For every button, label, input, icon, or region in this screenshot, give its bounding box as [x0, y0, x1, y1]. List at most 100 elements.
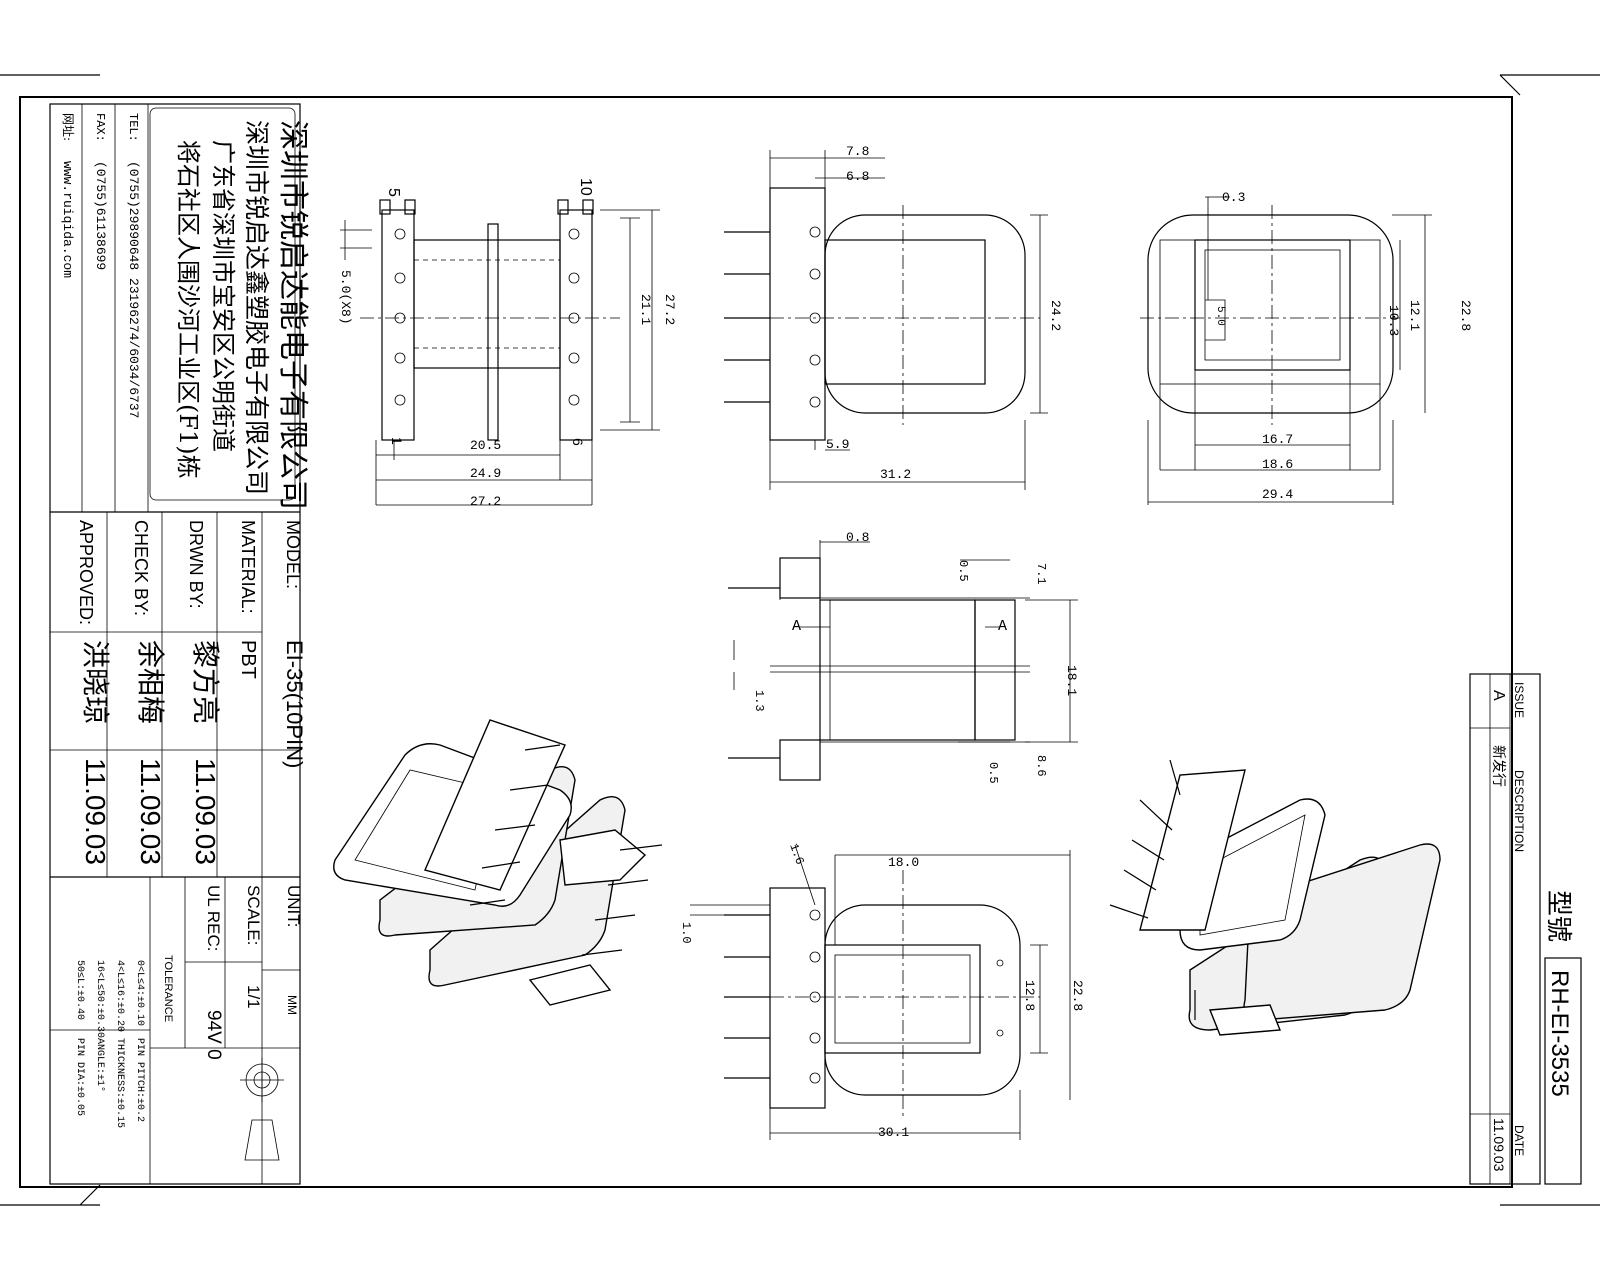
dim-v4-b: 0.5 [956, 560, 970, 582]
dim-v4-h: 8.6 [1034, 755, 1048, 777]
description-label: DESCRIPTION [1512, 770, 1526, 852]
view-top: 0.3 5.0 12.1 10.3 22.8 16.7 18.6 29.4 [1140, 190, 1473, 505]
revision-block: ISSUE A DESCRIPTION 新发行 DATE 11.09.03 型號… [1469, 673, 1582, 1185]
ul-label: UL REC: [204, 885, 223, 951]
dim-v5-f: 30.1 [878, 1125, 909, 1140]
web-value: www.ruiqida.com [60, 161, 75, 278]
dim-v4-e: A [998, 618, 1007, 635]
view-section: 0.8 0.5 7.1 A A 1.3 18.1 8.6 0.5 [728, 530, 1079, 784]
dim-v2-a: 7.8 [846, 144, 869, 159]
drwn-value: 黎方亮 [189, 640, 222, 724]
projection-symbol [240, 1058, 284, 1161]
dim-v3-d: 10.3 [1386, 305, 1401, 336]
check-value: 余相梅 [134, 640, 167, 724]
dim-v4-d: A [792, 618, 801, 635]
scale-value: 1/1 [244, 985, 263, 1009]
iso-left-pins-top [469, 744, 561, 906]
dim-v3-b: 5.0 [1214, 306, 1226, 326]
unit-value: MM [285, 995, 299, 1015]
web-label: 网址: [61, 113, 75, 141]
dim-v4-g: 18.1 [1064, 665, 1079, 696]
iso-left-pins-bottom [581, 844, 663, 956]
tol-right-3: PIN DIA:±0.05 [74, 1038, 85, 1116]
dim-v1-b: 20.5 [470, 438, 501, 453]
dim-v2-d: 5.9 [826, 437, 849, 452]
company-name-2: 深圳市锐启达鑫塑胶电子有限公司 [242, 120, 271, 495]
dim-v2-b: 6.8 [846, 169, 869, 184]
pin-label-1: 1 [389, 437, 405, 445]
dim-v1-d: 27.2 [470, 494, 501, 509]
fax-value: (0755)61138699 [93, 161, 108, 270]
dim-v2-e: 31.2 [880, 467, 911, 482]
pin-label-6: 6 [570, 438, 586, 446]
dim-v4-c: 7.1 [1034, 563, 1048, 585]
tol-left-2: 16<L≤50:±0.30 [94, 960, 105, 1038]
tel-label: TEL: [126, 113, 140, 142]
approved-label: APPROVED: [76, 520, 96, 625]
tol-right-2: ANGLE:±1° [94, 1038, 106, 1092]
check-label: CHECK BY: [131, 520, 151, 616]
dim-v1-f: 27.2 [662, 294, 677, 325]
unit-label: UNIT: [284, 885, 303, 928]
model-value: EI-35(10PIN) [282, 640, 307, 768]
view-bottom: 1.6 1.0 18.0 12.8 22.8 30.1 [679, 842, 1085, 1140]
dim-v5-d: 12.8 [1022, 980, 1037, 1011]
isometric-view-right [1109, 759, 1441, 1036]
model-label: MODEL: [283, 520, 303, 589]
tol-left-1: 4<L≤16:±0.20 [114, 960, 125, 1032]
sheet-frame [0, 74, 1600, 1206]
dim-v4-a: 0.8 [846, 530, 869, 545]
scale-label: SCALE: [244, 885, 263, 945]
tol-left-0: 0<L≤4:±0.10 [134, 960, 145, 1026]
dim-v4-f: 1.3 [752, 690, 766, 712]
issue-label: ISSUE [1512, 682, 1526, 718]
date-label: DATE [1512, 1125, 1526, 1156]
dim-v1-e: 21.1 [638, 294, 653, 325]
fax-label: FAX: [93, 113, 107, 142]
pin-label-5: 5 [385, 188, 402, 197]
dim-v5-c: 18.0 [888, 855, 919, 870]
issue-value: A [1490, 690, 1507, 701]
dim-v4-i: 0.5 [986, 762, 1000, 784]
view-side: 7.8 6.8 24.2 5.9 31.2 [724, 144, 1063, 490]
dim-v3-c: 12.1 [1407, 300, 1422, 331]
tel-value: (0755)29890648 23196274/6034/6737 [126, 161, 141, 418]
iso-right-pins [1109, 759, 1181, 919]
dim-v1-a: 5.0(X8) [338, 270, 353, 325]
tolerance-label: TOLERANCE [162, 955, 174, 1022]
pin-holes-left [394, 228, 406, 406]
dim-v3-a: 0.3 [1222, 190, 1245, 205]
pins-left [724, 231, 770, 403]
tol-right-0: PIN PITCH:±0.2 [134, 1038, 145, 1122]
dim-v3-h: 29.4 [1262, 487, 1293, 502]
drwn-date: 11.09.03 [190, 758, 221, 865]
tol-right-1: THICKNESS:±0.15 [114, 1038, 125, 1128]
title-block: 深圳市锐启达能电子有限公司 深圳市锐启达鑫塑胶电子有限公司 广东省深圳市宝安区公… [49, 103, 310, 1185]
approved-value: 洪晓琼 [79, 640, 112, 724]
tol-left-3: 50≤L:±0.40 [74, 960, 85, 1020]
approved-date: 11.09.03 [80, 758, 111, 865]
material-label: MATERIAL: [238, 520, 258, 614]
date-value: 11.09.03 [1491, 1118, 1507, 1172]
dim-v1-c: 24.9 [470, 466, 501, 481]
type-label: 型號 [1543, 890, 1573, 942]
pin-holes-right [568, 228, 580, 406]
description-value: 新发行 [1490, 745, 1506, 787]
company-address-1: 广东省深圳市宝安区公明街道 [209, 140, 237, 452]
dim-v5-b: 1.0 [679, 922, 693, 944]
dim-v5-a: 1.6 [786, 842, 807, 867]
isometric-view-left [333, 719, 663, 1006]
view-front-pins: 5 10 1 6 5.0(X8) 20.5 24.9 27.2 21.1 27.… [338, 178, 677, 509]
dim-v3-f: 16.7 [1262, 432, 1293, 447]
type-value: RH-EI-3535 [1546, 970, 1573, 1097]
drwn-label: DRWN BY: [186, 520, 206, 609]
dim-v3-e: 22.8 [1458, 300, 1473, 331]
dim-v2-c: 24.2 [1048, 300, 1063, 331]
pin-label-10: 10 [577, 178, 594, 196]
company-name: 深圳市锐启达能电子有限公司 [275, 120, 310, 510]
ul-value: 94V 0 [203, 1010, 224, 1060]
company-address-2: 将石社区人围沙河工业区(F1)栋 [174, 140, 202, 479]
dim-v3-g: 18.6 [1262, 457, 1293, 472]
dim-v5-e: 22.8 [1070, 980, 1085, 1011]
